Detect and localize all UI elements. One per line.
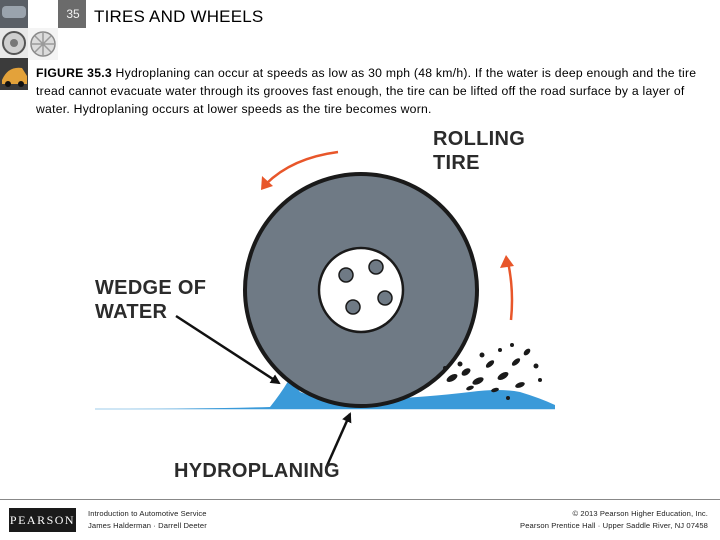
lug-nut	[368, 259, 384, 275]
rotation-arrow-right	[506, 261, 514, 321]
slide-title: TIRES AND WHEELS	[94, 7, 264, 26]
chapter-number-box	[58, 0, 86, 28]
footer-book-info: Introduction to Automotive Service James…	[88, 508, 207, 532]
rolling-tire-label-line1: ROLLING	[433, 128, 526, 150]
lug-nut	[377, 290, 393, 306]
rotation-arrowhead-top	[261, 176, 273, 190]
figure-caption: FIGURE 35.3 Hydroplaning can occur at sp…	[36, 64, 700, 118]
wheel-hub	[317, 246, 405, 334]
wedge-leader-arrow	[175, 314, 281, 385]
caption-text: Hydroplaning can occur at speeds as low …	[36, 66, 697, 116]
figure-label: FIGURE 35.3	[36, 66, 112, 80]
rolling-tire-label-line2: TIRE	[433, 152, 480, 174]
wedge-label-line2: WATER	[95, 301, 168, 323]
footer-copyright-line: © 2013 Pearson Higher Education, Inc.	[572, 509, 708, 518]
chapter-number: 35	[66, 7, 80, 21]
footer-divider	[0, 499, 720, 500]
water-spray	[443, 343, 542, 400]
wedge-of-water-label: WEDGE OF WATER	[95, 276, 206, 324]
footer-book-title: Introduction to Automotive Service	[88, 509, 207, 518]
rolling-tire-label: ROLLING TIRE	[433, 127, 525, 175]
footer-publisher-line: Pearson Prentice Hall · Upper Saddle Riv…	[520, 521, 708, 530]
wedge-label-line1: WEDGE OF	[95, 277, 207, 299]
lug-nut	[338, 267, 354, 283]
water-layer	[95, 378, 555, 409]
lug-nut	[345, 299, 361, 315]
pearson-logo: PEARSON	[9, 508, 76, 532]
hydroplaning-label: HYDROPLANING	[174, 460, 340, 482]
rotation-arrowhead-right	[500, 255, 514, 268]
footer-copyright: © 2013 Pearson Higher Education, Inc. Pe…	[520, 508, 708, 532]
rotation-arrow-top	[265, 150, 339, 185]
hydroplaning-illustration	[95, 150, 555, 469]
footer-authors: James Halderman · Darrell Deeter	[88, 521, 207, 530]
chapter-thumbnail-images	[0, 0, 86, 90]
hydroplaning-leader-arrow	[324, 412, 352, 469]
